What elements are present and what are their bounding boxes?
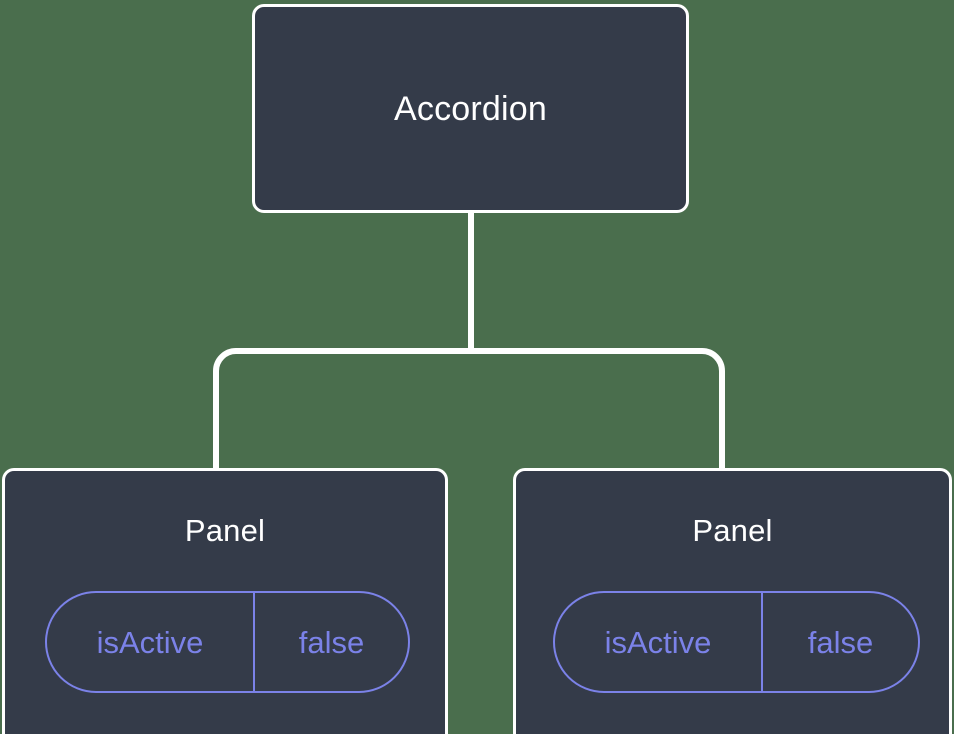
node-accordion[interactable]: Accordion — [252, 4, 689, 213]
node-panel-2[interactable]: Panel isActive false — [513, 468, 952, 734]
prop-badge-panel-2[interactable]: isActive false — [553, 591, 920, 693]
prop-badge-panel-1[interactable]: isActive false — [45, 591, 410, 693]
node-panel-1[interactable]: Panel isActive false — [2, 468, 448, 734]
prop-badge-panel-1-key: isActive — [96, 624, 204, 660]
prop-badge-panel-2-value: false — [761, 593, 918, 691]
connector-branch-left — [213, 348, 471, 471]
node-accordion-label: Accordion — [394, 89, 547, 128]
prop-badge-panel-2-key: isActive — [604, 624, 712, 660]
prop-badge-panel-1-value: false — [253, 593, 408, 691]
node-panel-2-label: Panel — [692, 513, 773, 548]
node-panel-1-label: Panel — [184, 513, 266, 548]
connector-branch-right — [471, 348, 725, 471]
